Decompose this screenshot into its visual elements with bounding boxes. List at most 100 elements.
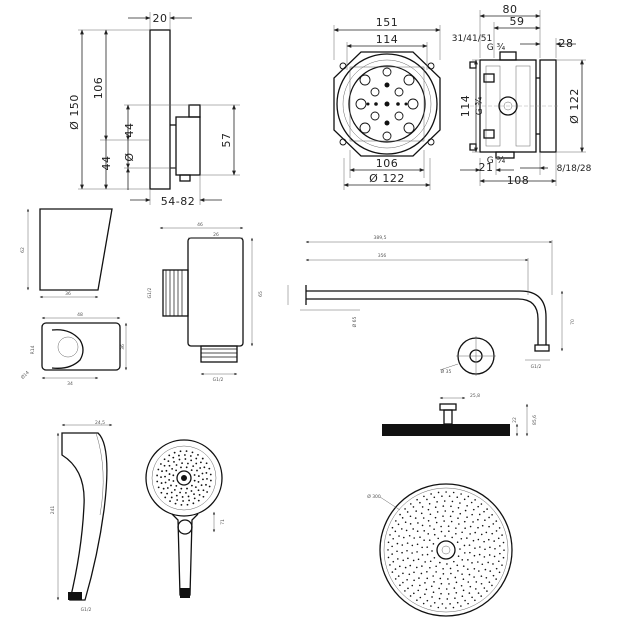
nozzle-dot — [466, 537, 468, 539]
hand-shower-thread-label: G1/2 — [81, 607, 92, 613]
nozzle-dot — [195, 462, 198, 465]
nozzle-dot — [401, 551, 403, 554]
outlet-thread-bottom-label: G1/2 — [213, 377, 224, 383]
nozzle-dot — [498, 527, 501, 529]
arm-length-label: 356 — [378, 253, 387, 259]
nozzle-dot — [168, 464, 171, 467]
nozzle-dot — [463, 520, 466, 523]
nozzle-dot — [454, 576, 457, 579]
nozzle-dot — [483, 556, 486, 558]
arm-drawing: 389,5 356 70 G1/2 Ø 65 Ø 35 — [287, 235, 576, 376]
nozzle-dot — [471, 513, 473, 516]
nozzle-dot — [170, 491, 173, 494]
overhead-height-label: 22 — [512, 417, 518, 423]
nozzle-dot — [468, 592, 471, 594]
nozzle-dot — [182, 500, 185, 502]
nozzle-dot — [463, 498, 466, 501]
nozzle-dot — [172, 456, 175, 459]
nozzle-dot — [459, 502, 461, 504]
nozzle-dot — [422, 602, 425, 605]
nozzle-dot — [192, 465, 195, 468]
nozzle-dot — [411, 552, 413, 554]
nozzle-dot — [426, 498, 428, 501]
nozzle-dot — [499, 552, 501, 555]
nozzle-dot — [461, 573, 463, 575]
outlet-height-label: 65 — [258, 291, 264, 297]
overhead-side-drawing: 25,8 22 85,6 — [382, 393, 538, 437]
nozzle-dot — [189, 455, 192, 457]
nozzle-dot — [209, 473, 212, 476]
nozzle-dot — [173, 451, 176, 454]
arm-diameter-label: Ø 65 — [351, 317, 358, 328]
nozzle-dot — [456, 496, 459, 498]
nozzle-dot — [409, 515, 412, 518]
nozzle-dot — [467, 602, 469, 605]
nozzle-dot — [488, 581, 491, 583]
nozzle-dot — [466, 516, 468, 518]
nozzle-dot — [205, 472, 208, 474]
nozzle-dot — [460, 605, 462, 607]
ibox-side-w1: 80 — [503, 3, 518, 16]
nozzle-dot — [197, 489, 200, 492]
hand-shower-front-drawing: 71 — [145, 439, 226, 598]
nozzle-dot — [424, 561, 426, 563]
nozzle-dot — [487, 561, 489, 564]
nozzle-dot — [409, 523, 412, 525]
nozzle-dot — [409, 564, 412, 567]
ibox-front-diameter: Ø 122 — [369, 172, 405, 185]
nozzle-dot — [404, 590, 406, 592]
nozzle-dot — [461, 595, 464, 597]
nozzle-dot — [467, 495, 470, 498]
nozzle-dot — [421, 565, 423, 567]
nozzle-dot — [409, 595, 412, 597]
outlet-drawing: 46 26 G1/2 65 G1/2 — [147, 222, 264, 383]
holder-height2-label: 36 — [120, 344, 126, 350]
nozzle-dot — [401, 517, 404, 519]
nozzle-dot — [455, 532, 457, 535]
nozzle-dot — [442, 567, 444, 570]
nozzle-dot — [439, 577, 442, 580]
nozzle-dot — [180, 503, 183, 506]
nozzle-dot — [157, 486, 160, 489]
nozzle-dot — [481, 563, 484, 566]
nozzle-dot — [448, 495, 451, 497]
nozzle-dot — [392, 560, 395, 563]
nozzle-dot — [394, 568, 397, 570]
nozzle-dot — [394, 530, 397, 533]
nozzle-dot — [166, 492, 169, 495]
nozzle-dot — [432, 575, 434, 577]
nozzle-dot — [208, 467, 211, 470]
nozzle-dot — [163, 458, 166, 461]
nozzle-dot — [447, 593, 450, 595]
nozzle-dot — [193, 493, 195, 496]
nozzle-dot — [468, 573, 471, 576]
nozzle-dot — [433, 496, 436, 499]
nozzle-dot — [426, 570, 428, 573]
thermostat-projection-label: 57 — [220, 133, 233, 148]
holder-width-label: 36 — [65, 291, 71, 297]
nozzle-dot — [478, 570, 480, 572]
nozzle-dot — [443, 520, 445, 522]
nozzle-dot — [456, 564, 459, 567]
nozzle-dot — [447, 578, 449, 580]
nozzle-dot — [497, 537, 500, 540]
nozzle-dot — [396, 550, 398, 553]
nozzle-dot — [480, 582, 483, 585]
nozzle-dot — [412, 506, 415, 508]
nozzle-dot — [184, 454, 186, 456]
nozzle-dot — [477, 592, 480, 594]
ibox-side-w4: 21 — [479, 161, 494, 174]
nozzle-dot — [440, 582, 443, 585]
nozzle-dot — [186, 487, 188, 490]
nozzle-dot — [453, 587, 456, 589]
nozzle-dot — [414, 517, 417, 519]
nozzle-dot — [477, 561, 479, 563]
nozzle-dot — [192, 502, 195, 505]
nozzle-dot — [416, 551, 418, 553]
ibox-side-w2: 59 — [510, 15, 525, 28]
nozzle-dot — [196, 469, 198, 472]
ibox-side-drawing: 80 59 28 31/41/51 G ¾ G ¾ 114 G ¾ Ø 122 … — [452, 3, 592, 187]
ibox-side-thread-mid: G ¾ — [475, 96, 485, 115]
nozzle-dot — [407, 557, 409, 560]
